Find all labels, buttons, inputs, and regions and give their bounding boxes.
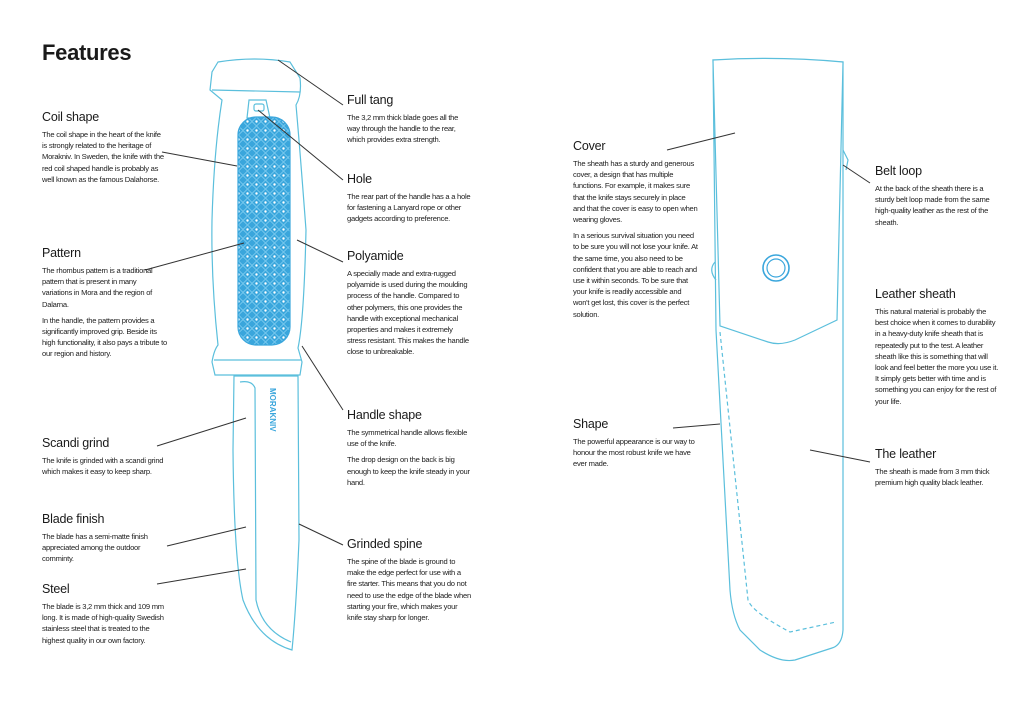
feature-text: The blade has a semi-matte finish apprec… (42, 532, 148, 564)
feature-polyamide: Polyamide A specially made and extra-rug… (347, 249, 472, 363)
blade-outline (232, 375, 300, 651)
sheath-cover-flap (712, 57, 844, 345)
feature-text: This natural material is probably the be… (875, 307, 999, 406)
feature-text: The symmetrical handle allows flexible u… (347, 428, 468, 449)
feature-text: The 3,2 mm thick blade goes all the way … (347, 113, 459, 145)
feature-text: The spine of the blade is ground to make… (347, 557, 471, 623)
feature-heading: Polyamide (347, 249, 404, 263)
feature-heading: Belt loop (875, 164, 922, 178)
sheath-drawing (711, 57, 849, 662)
rhombus-grip-pattern (237, 116, 291, 346)
feature-heading: Full tang (347, 93, 394, 107)
feature-text: A specially made and extra-rugged polyam… (347, 269, 469, 357)
feature-leather-sheath: Leather sheath This natural material is … (875, 287, 1000, 412)
feature-heading: Hole (347, 172, 372, 186)
feature-heading: Coil shape (42, 110, 100, 124)
feature-text: The rhombus pattern is a traditional pat… (42, 266, 153, 309)
feature-heading: Leather sheath (875, 287, 956, 301)
feature-hole: Hole The rear part of the handle has a a… (347, 172, 472, 230)
feature-text: In a serious survival situation you need… (573, 231, 698, 319)
feature-text: The rear part of the handle has a a hole… (347, 192, 471, 224)
feature-heading: Grinded spine (347, 537, 423, 551)
feature-handle-shape: Handle shape The symmetrical handle allo… (347, 408, 472, 493)
leader-lines (144, 59, 871, 585)
feature-heading: Pattern (42, 246, 81, 260)
page-title: Features (42, 40, 132, 65)
feature-heading: The leather (875, 447, 937, 461)
feature-heading: Scandi grind (42, 436, 110, 450)
feature-heading: Steel (42, 582, 70, 596)
feature-text: The blade is 3,2 mm thick and 109 mm lon… (42, 602, 164, 645)
feature-pattern: Pattern The rhombus pattern is a traditi… (42, 246, 167, 365)
feature-text: At the back of the sheath there is a stu… (875, 184, 990, 227)
feature-scandi-grind: Scandi grind The knife is grinded with a… (42, 436, 167, 482)
feature-text: The knife is grinded with a scandi grind… (42, 456, 164, 477)
feature-the-leather: The leather The sheath is made from 3 mm… (875, 447, 1000, 493)
feature-grinded-spine: Grinded spine The spine of the blade is … (347, 537, 472, 628)
feature-full-tang: Full tang The 3,2 mm thick blade goes al… (347, 93, 472, 151)
feature-coil-shape: Coil shape The coil shape in the heart o… (42, 110, 167, 190)
snap-button (762, 254, 790, 282)
feature-text: The drop design on the back is big enoug… (347, 455, 470, 487)
feature-cover: Cover The sheath has a sturdy and genero… (573, 139, 698, 325)
feature-heading: Shape (573, 417, 609, 431)
feature-belt-loop: Belt loop At the back of the sheath ther… (875, 164, 1000, 233)
feature-text: The coil shape in the heart of the knife… (42, 130, 164, 184)
feature-blade-finish: Blade finish The blade has a semi-matte … (42, 512, 167, 570)
feature-text: The sheath is made from 3 mm thick premi… (875, 467, 990, 488)
feature-text: In the handle, the pattern provides a si… (42, 315, 167, 359)
feature-steel: Steel The blade is 3,2 mm thick and 109 … (42, 582, 167, 651)
feature-heading: Blade finish (42, 512, 105, 526)
stitching (719, 331, 837, 633)
blade-logo: MORAKNIV (268, 388, 277, 432)
belt-loop (842, 149, 849, 171)
feature-heading: Cover (573, 139, 606, 153)
feature-text: The powerful appearance is our way to ho… (573, 437, 695, 469)
knife-drawing: MORAKNIV (209, 58, 307, 651)
feature-text: The sheath has a sturdy and generous cov… (573, 159, 698, 225)
feature-shape: Shape The powerful appearance is our way… (573, 417, 698, 475)
feature-heading: Handle shape (347, 408, 422, 422)
